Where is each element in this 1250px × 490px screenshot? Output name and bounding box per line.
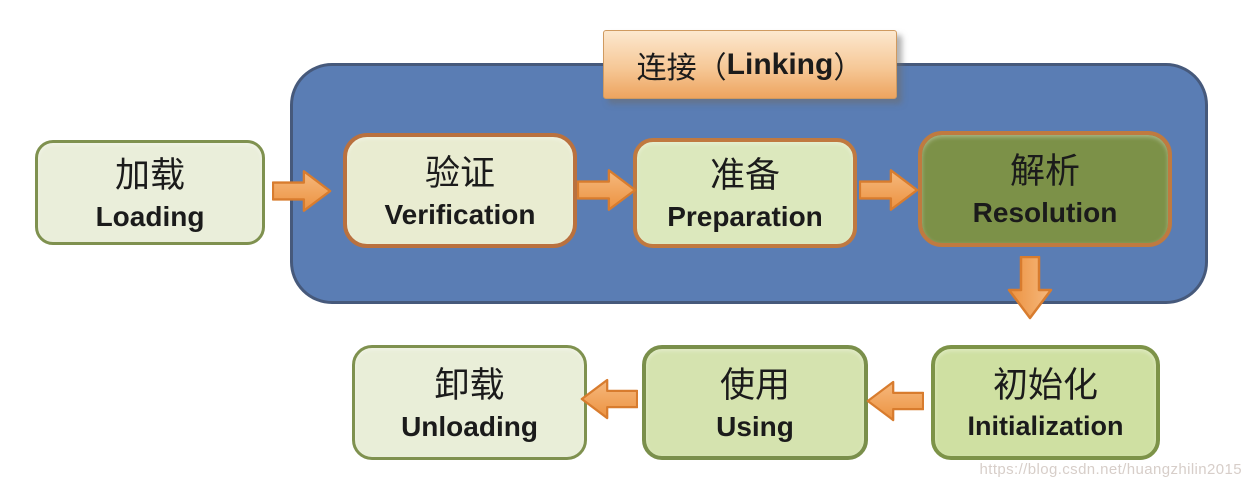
node-unloading: 卸载 Unloading xyxy=(352,345,587,460)
node-resolution-label-en: Resolution xyxy=(972,197,1118,228)
arrow-resolution-to-initialization-icon xyxy=(1006,256,1054,320)
node-using-label-zh: 使用 xyxy=(719,365,790,405)
node-preparation-label-en: Preparation xyxy=(667,201,823,232)
node-loading-label-en: Loading xyxy=(95,200,205,232)
node-verification-label-en: Verification xyxy=(384,198,536,230)
node-initialization-label-zh: 初始化 xyxy=(992,365,1098,405)
node-loading-label-zh: 加载 xyxy=(114,155,185,195)
node-verification-label-zh: 验证 xyxy=(424,153,495,193)
node-using: 使用 Using xyxy=(642,345,868,460)
arrow-preparation-to-resolution-icon xyxy=(859,167,919,213)
node-initialization-label-en: Initialization xyxy=(967,410,1124,441)
node-unloading-label-en: Unloading xyxy=(401,410,538,442)
node-verification: 验证 Verification xyxy=(343,133,577,248)
node-resolution: 解析 Resolution xyxy=(918,131,1172,247)
arrow-verification-to-preparation-icon xyxy=(577,167,637,213)
node-preparation-label-zh: 准备 xyxy=(709,156,780,195)
linking-title-box: 连接（Linking） xyxy=(603,30,897,99)
arrow-using-to-unloading-icon xyxy=(580,376,638,422)
node-unloading-label-zh: 卸载 xyxy=(434,365,505,405)
linking-title-prefix: 连接（ xyxy=(636,51,727,85)
node-using-label-en: Using xyxy=(716,410,794,442)
node-resolution-label-zh: 解析 xyxy=(1009,152,1080,191)
linking-title-suffix: ） xyxy=(833,51,864,85)
watermark-url: https://blog.csdn.net/huangzhilin2015 xyxy=(979,461,1242,478)
node-preparation: 准备 Preparation xyxy=(633,138,857,248)
linking-title-word: Linking xyxy=(726,47,834,81)
node-initialization: 初始化 Initialization xyxy=(931,345,1160,460)
arrow-initialization-to-using-icon xyxy=(866,378,924,424)
arrow-loading-to-verification-icon xyxy=(272,168,332,214)
node-loading: 加载 Loading xyxy=(35,140,265,245)
